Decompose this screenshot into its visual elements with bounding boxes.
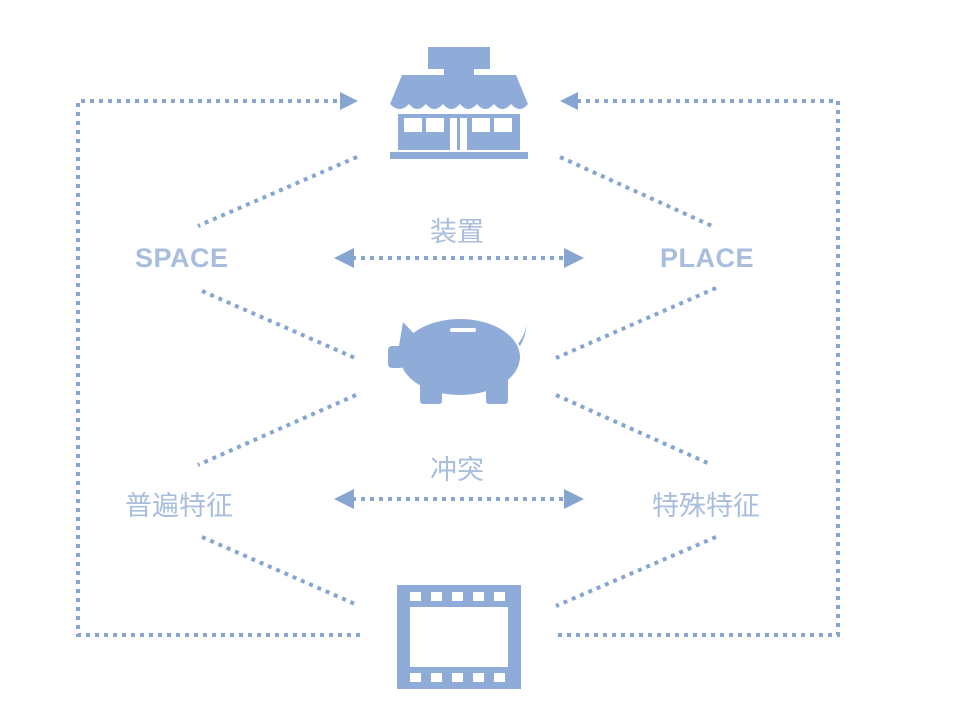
film-strip-icon	[397, 585, 521, 689]
device-arrowhead-left	[334, 248, 354, 268]
label-particular-features: 特殊特征	[652, 491, 760, 522]
conflict-arrowhead-right	[564, 489, 584, 509]
connector-universal-film	[201, 535, 356, 606]
label-space: SPACE	[135, 243, 229, 273]
label-conflict: 冲突	[430, 455, 484, 486]
piggy-bank-icon	[388, 319, 527, 404]
outer-connector-left-arrowhead	[340, 92, 358, 110]
outer-connector-right-arrowhead	[560, 92, 578, 110]
conflict-arrowhead-left	[334, 489, 354, 509]
label-universal-features: 普遍特征	[125, 491, 233, 522]
connector-pig-particular	[555, 393, 713, 467]
connector-store-place	[559, 155, 713, 228]
connector-store-space	[197, 155, 358, 228]
outer-connector-left	[76, 99, 360, 637]
label-place: PLACE	[660, 243, 755, 273]
label-device: 装置	[430, 217, 484, 248]
connector-pig-universal	[197, 393, 357, 467]
connector-particular-film	[555, 535, 717, 608]
connector-space-pig	[201, 289, 356, 360]
connector-place-pig	[555, 286, 717, 360]
outer-connector-right	[558, 99, 840, 637]
device-arrowhead-right	[564, 248, 584, 268]
